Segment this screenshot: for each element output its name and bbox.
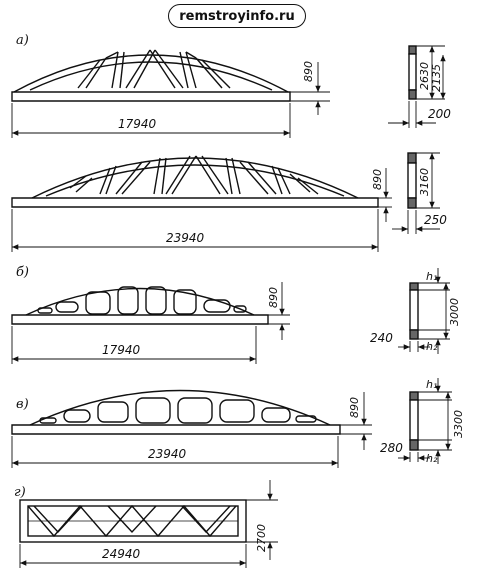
- label-b: б): [16, 265, 29, 280]
- dim-v-sec-h: 3300: [452, 410, 465, 438]
- label-g: г): [14, 485, 26, 500]
- dim-b-sec-h: 3000: [448, 298, 461, 326]
- section-b: [398, 268, 450, 354]
- dim-a2-sec-w: 250: [424, 213, 447, 227]
- dim-a1-sec-h2: 2135: [430, 64, 443, 92]
- dim-b-span: 17940: [102, 343, 141, 357]
- watermark-text: remstroyinfo.ru: [179, 8, 295, 24]
- dim-a1: [11, 62, 330, 138]
- truss-g: [19, 499, 247, 543]
- dim-g: [19, 480, 278, 568]
- dim-a1-sec-h1: 2630: [418, 62, 431, 90]
- dim-b-sec-h1: h₁: [426, 270, 437, 283]
- dim-b: [11, 282, 290, 364]
- dim-v-height: 890: [348, 397, 361, 418]
- dim-g-height: 2700: [255, 524, 268, 552]
- dim-a2-span: 23940: [166, 231, 205, 245]
- dim-v-sec-h1: h₁: [426, 378, 437, 391]
- dim-v: [11, 392, 372, 468]
- dim-b-height: 890: [267, 287, 280, 308]
- watermark-badge: remstroyinfo.ru: [168, 4, 306, 28]
- dim-a1-span: 17940: [118, 117, 157, 131]
- dim-b-sec-w: 240: [370, 331, 393, 345]
- section-a2: [392, 152, 440, 234]
- dim-v-sec-h2: h₂: [426, 452, 438, 465]
- section-v: [398, 378, 452, 464]
- dim-v-sec-w: 280: [380, 441, 403, 455]
- truss-b: [11, 286, 269, 325]
- truss-a2: [11, 155, 379, 208]
- dim-a2-height: 890: [371, 169, 384, 190]
- dim-v-span: 23940: [148, 447, 187, 461]
- dim-b-sec-h2: h₂: [426, 340, 438, 353]
- truss-v: [11, 389, 341, 435]
- truss-a1: [11, 49, 291, 102]
- section-a1: [388, 45, 446, 128]
- dim-a2-sec-h: 3160: [418, 168, 431, 196]
- dim-a1-height: 890: [302, 61, 315, 82]
- label-a: а): [16, 33, 29, 48]
- dim-a1-sec-w: 200: [428, 107, 451, 121]
- dim-g-span: 24940: [102, 547, 141, 561]
- label-v: в): [16, 397, 29, 412]
- dim-a2: [11, 168, 392, 252]
